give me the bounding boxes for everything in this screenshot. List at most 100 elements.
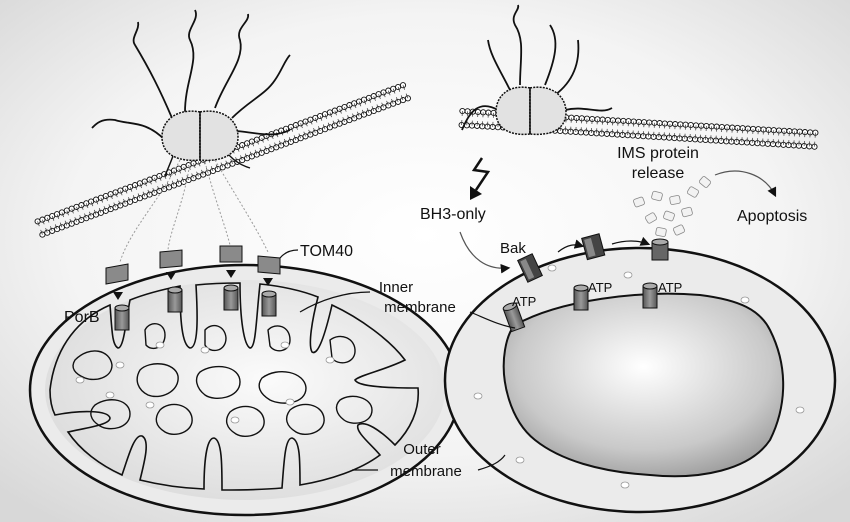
lipid-tail [56, 214, 60, 220]
pore-icon [517, 253, 543, 283]
lipid-tail [295, 124, 298, 130]
inner-membrane-matrix [502, 292, 785, 478]
lipid-tail [215, 164, 219, 170]
lipid-tail [327, 122, 331, 128]
lipid-tail [85, 203, 89, 209]
lipid-tail [168, 172, 172, 178]
lipid-tail [236, 146, 240, 152]
lipid-tail [176, 178, 180, 184]
lipid-tail [149, 179, 152, 185]
lipid-tail [129, 186, 133, 192]
lipid-tail [167, 182, 170, 188]
lipid-tail [405, 93, 409, 99]
lipid-tail [386, 100, 389, 106]
lipid-tail [349, 104, 352, 110]
bacterium-icon [91, 9, 291, 177]
lipid-head [180, 163, 187, 170]
label-bak: Bak [500, 240, 526, 257]
lipid-tail [42, 219, 45, 225]
pore-icon [105, 263, 129, 285]
lipid-tail [358, 101, 362, 107]
lipid-tail [183, 166, 186, 172]
lipid-tail [100, 197, 103, 203]
lipid-head [253, 136, 260, 143]
lipid-tail [181, 177, 185, 183]
lipid-tail [154, 177, 157, 183]
lipid-head [151, 174, 158, 181]
label-inner-membrane-line1: Inner [379, 279, 413, 296]
lipid-tail [159, 175, 162, 181]
lipid-tail [134, 184, 138, 190]
bak-pores [517, 233, 669, 283]
lipid-tail [240, 155, 243, 161]
pore-icon [502, 302, 526, 333]
lipid-tail [105, 195, 108, 201]
bacterium-icon [461, 4, 613, 136]
lipid-tail [54, 224, 58, 230]
lipid-tail [279, 140, 282, 146]
lipid-tail [383, 92, 386, 98]
lipid-tail [220, 162, 224, 168]
pore-icon [159, 249, 183, 269]
lipid-tail [318, 126, 321, 132]
pore-icon [223, 284, 239, 311]
lipid-tail [137, 193, 141, 199]
lipid-tail [314, 117, 318, 123]
lipid-tail [402, 85, 406, 90]
label-bh3-only: BH3-only [420, 206, 486, 223]
lipid-tail [259, 147, 263, 153]
lipid-tail [61, 212, 65, 218]
lipid-tail [339, 108, 342, 114]
lipid-tail [256, 139, 259, 145]
lipid-tail [290, 126, 294, 132]
label-atp-3: ATP [658, 280, 682, 295]
pore-icon [114, 304, 130, 331]
lipid-tail [50, 226, 53, 232]
label-ims-release-line1: IMS protein [617, 145, 699, 162]
lipid-tail [40, 229, 43, 235]
lipid-tail [152, 187, 155, 193]
lipid-tail [113, 202, 116, 208]
label-porb: PorB [64, 309, 100, 326]
porb-pores [114, 284, 277, 331]
lipid-tail [163, 174, 167, 180]
lipid-tail [337, 118, 340, 124]
lipid-tail [342, 117, 345, 123]
lipid-tail [120, 190, 123, 196]
lipid-tail [124, 188, 128, 194]
lipid-tail [103, 206, 107, 212]
lipid-tail [66, 210, 69, 216]
lipid-tail [308, 129, 311, 135]
arrow-icon [113, 270, 273, 300]
lipid-tail [210, 166, 214, 172]
lipid-tail [303, 131, 306, 137]
lipid-tail [110, 194, 113, 200]
lipid-head [97, 194, 104, 201]
lipid-tail [269, 144, 272, 150]
lipid-tail [378, 94, 381, 100]
lipid-tail [310, 119, 313, 125]
lipid-tail [381, 102, 384, 108]
lipid-head [107, 191, 114, 198]
lipid-tail [357, 111, 360, 117]
label-atp-1: ATP [512, 294, 536, 309]
lipid-tail [261, 137, 264, 143]
lipid-tail [93, 209, 97, 215]
lipid-tail [344, 106, 347, 112]
lipid-tail [147, 189, 150, 195]
lipid-tail [246, 143, 250, 149]
lipid-tail [324, 114, 328, 120]
ims-proteins [633, 176, 711, 237]
lipid-tail [90, 201, 94, 207]
lipid-tail [108, 204, 112, 210]
lipid-tail [371, 106, 375, 112]
lipid-head [175, 165, 182, 172]
lipid-tail [251, 141, 255, 147]
lipid-tail [241, 144, 245, 150]
mitochondrion-right [443, 246, 837, 514]
label-inner-membrane-line2: membrane [384, 299, 456, 316]
pore-icon [167, 286, 183, 313]
atp-pores [502, 282, 658, 333]
lipid-tail [76, 206, 79, 212]
